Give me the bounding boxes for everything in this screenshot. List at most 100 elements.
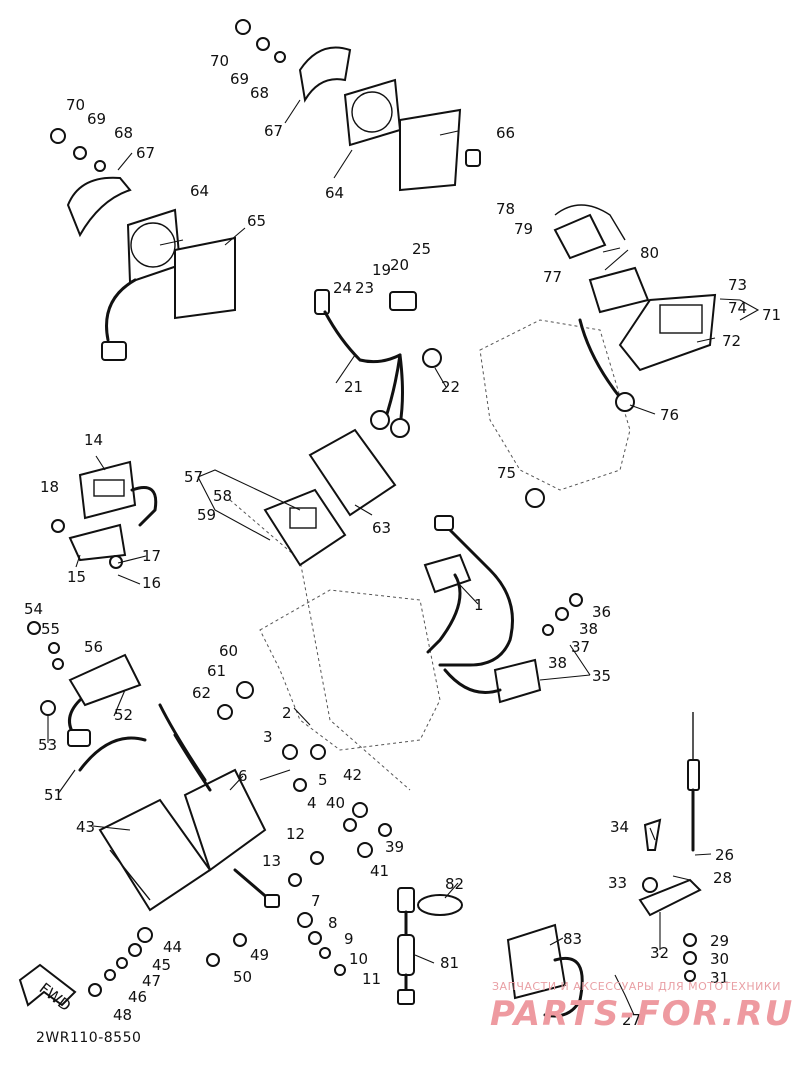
callout-21: 21 bbox=[344, 378, 363, 396]
callout-22: 22 bbox=[441, 378, 460, 396]
mounting-outline bbox=[479, 319, 631, 491]
meter-bracket-assembly bbox=[51, 460, 158, 569]
callout-56: 56 bbox=[84, 638, 103, 656]
callout-66: 66 bbox=[496, 124, 515, 142]
callout-53: 53 bbox=[38, 736, 57, 754]
antenna-assembly bbox=[638, 712, 702, 982]
upper-left-speaker-assembly bbox=[50, 128, 236, 361]
callout-67-left: 67 bbox=[136, 144, 155, 162]
callout-19: 19 bbox=[372, 261, 391, 279]
callout-76: 76 bbox=[660, 406, 679, 424]
callout-48: 48 bbox=[113, 1006, 132, 1024]
amplifier-assembly bbox=[78, 703, 280, 912]
callout-67-top: 67 bbox=[264, 122, 283, 140]
callout-68-top: 68 bbox=[250, 84, 269, 102]
callout-63: 63 bbox=[372, 519, 391, 537]
callout-70-left: 70 bbox=[66, 96, 85, 114]
callout-1: 1 bbox=[474, 596, 484, 614]
callout-6: 6 bbox=[238, 767, 248, 785]
callout-10: 10 bbox=[349, 950, 368, 968]
callout-24: 24 bbox=[333, 279, 352, 297]
callout-30: 30 bbox=[710, 950, 729, 968]
callout-33: 33 bbox=[608, 874, 627, 892]
callout-3: 3 bbox=[263, 728, 273, 746]
callout-83: 83 bbox=[563, 930, 582, 948]
callout-61: 61 bbox=[207, 662, 226, 680]
callout-78: 78 bbox=[496, 200, 515, 218]
callout-8: 8 bbox=[328, 914, 338, 932]
callout-12: 12 bbox=[286, 825, 305, 843]
callout-9: 9 bbox=[344, 930, 354, 948]
forward-arrow-label: FWD bbox=[36, 979, 75, 1015]
callout-81: 81 bbox=[440, 954, 459, 972]
callout-40: 40 bbox=[326, 794, 345, 812]
callout-4: 4 bbox=[307, 794, 317, 812]
callout-69-top: 69 bbox=[230, 70, 249, 88]
mounting-outline-lower bbox=[259, 589, 441, 751]
leader-outline bbox=[229, 499, 411, 791]
callout-31: 31 bbox=[710, 969, 729, 987]
callout-42: 42 bbox=[343, 766, 362, 784]
watermark-logo: PARTS-FOR.RU bbox=[490, 994, 795, 1034]
callout-41: 41 bbox=[370, 862, 389, 880]
callout-82: 82 bbox=[445, 875, 464, 893]
callout-51: 51 bbox=[44, 786, 63, 804]
callout-59: 59 bbox=[197, 506, 216, 524]
callout-77: 77 bbox=[543, 268, 562, 286]
callout-20: 20 bbox=[390, 256, 409, 274]
callout-57: 57 bbox=[184, 468, 203, 486]
callout-64-left: 64 bbox=[190, 182, 209, 200]
callout-50: 50 bbox=[233, 968, 252, 986]
callout-79: 79 bbox=[514, 220, 533, 238]
callout-62: 62 bbox=[192, 684, 211, 702]
small-harness-assembly bbox=[314, 289, 442, 438]
callout-65: 65 bbox=[247, 212, 266, 230]
leader-lines bbox=[47, 99, 760, 1016]
callout-43: 43 bbox=[76, 818, 95, 836]
callout-60: 60 bbox=[219, 642, 238, 660]
callout-45: 45 bbox=[152, 956, 171, 974]
callout-35: 35 bbox=[592, 667, 611, 685]
callout-46: 46 bbox=[128, 988, 147, 1006]
callout-32: 32 bbox=[650, 944, 669, 962]
callout-34: 34 bbox=[610, 818, 629, 836]
callout-39: 39 bbox=[385, 838, 404, 856]
sensor-assembly bbox=[423, 515, 583, 704]
callout-28: 28 bbox=[713, 869, 732, 887]
callout-54: 54 bbox=[24, 600, 43, 618]
callout-2: 2 bbox=[282, 704, 292, 722]
callout-labels: 70 69 68 67 66 64 70 69 68 67 64 65 78 7… bbox=[24, 52, 781, 1029]
callout-17: 17 bbox=[142, 547, 161, 565]
callout-7: 7 bbox=[311, 892, 321, 910]
callout-75: 75 bbox=[497, 464, 516, 482]
callout-44: 44 bbox=[163, 938, 182, 956]
callout-47: 47 bbox=[142, 972, 161, 990]
callout-74: 74 bbox=[728, 299, 747, 317]
callout-23: 23 bbox=[355, 279, 374, 297]
callout-68-left: 68 bbox=[114, 124, 133, 142]
callout-29: 29 bbox=[710, 932, 729, 950]
callout-64-top: 64 bbox=[325, 184, 344, 202]
relay-assembly bbox=[27, 621, 142, 747]
callout-15: 15 bbox=[67, 568, 86, 586]
callout-13: 13 bbox=[262, 852, 281, 870]
callout-25: 25 bbox=[412, 240, 431, 258]
upper-right-speaker-assembly bbox=[235, 19, 481, 192]
callout-49: 49 bbox=[250, 946, 269, 964]
callout-36: 36 bbox=[592, 603, 611, 621]
callout-71: 71 bbox=[762, 306, 781, 324]
callout-58: 58 bbox=[213, 487, 232, 505]
callout-27: 27 bbox=[622, 1011, 641, 1029]
callout-16: 16 bbox=[142, 574, 161, 592]
callout-52: 52 bbox=[114, 706, 133, 724]
center-unit-assembly bbox=[263, 428, 397, 567]
callout-18: 18 bbox=[40, 478, 59, 496]
callout-11: 11 bbox=[362, 970, 381, 988]
callout-37: 37 bbox=[571, 638, 590, 656]
forward-arrow: FWD bbox=[18, 963, 77, 1015]
callout-70-top: 70 bbox=[210, 52, 229, 70]
center-fasteners bbox=[88, 681, 392, 997]
callout-38-a: 38 bbox=[579, 620, 598, 638]
callout-55: 55 bbox=[41, 620, 60, 638]
